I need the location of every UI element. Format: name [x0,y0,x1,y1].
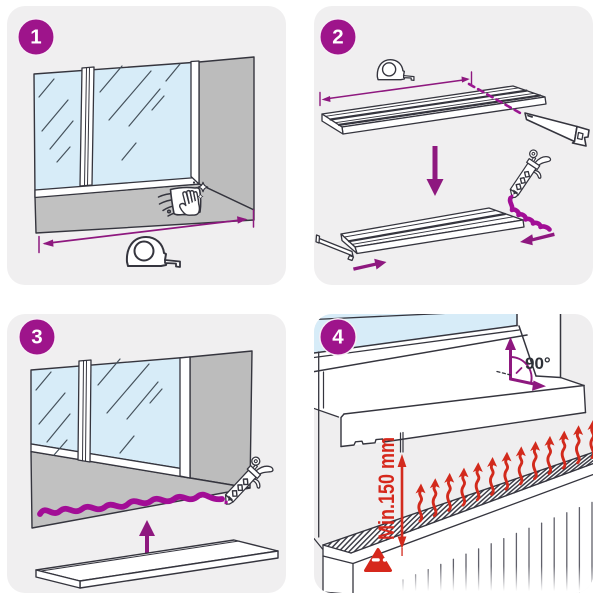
svg-text:2: 2 [332,26,343,49]
svg-text:Min.150 mm: Min.150 mm [374,437,399,540]
svg-text:90°: 90° [525,354,551,373]
svg-text:4: 4 [332,326,344,349]
svg-text:3: 3 [31,326,42,349]
svg-text:1: 1 [30,26,41,49]
